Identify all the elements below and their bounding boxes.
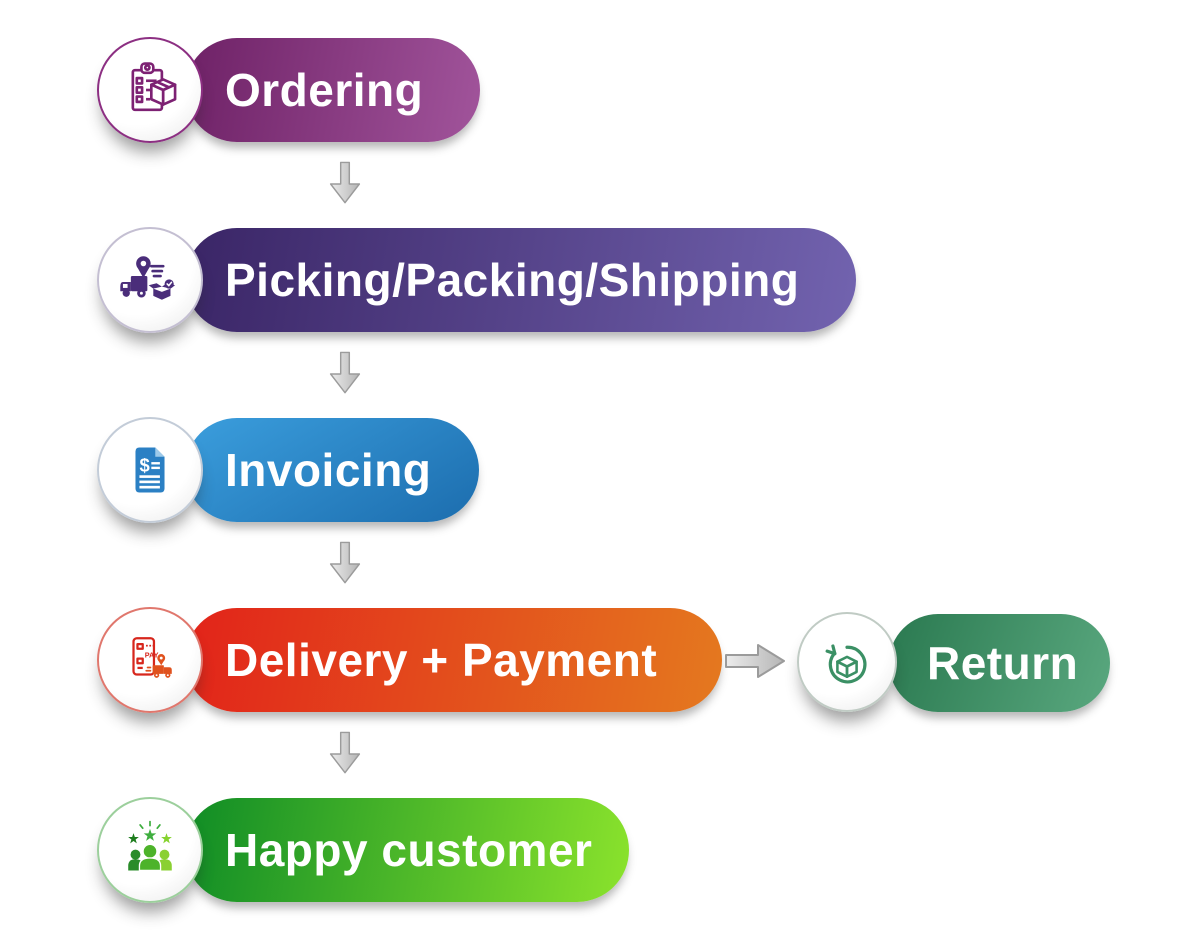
delivery-truck-icon — [120, 256, 176, 300]
step-picking-label: Picking/Packing/Shipping — [225, 254, 800, 306]
step-return-icon-badge — [797, 612, 897, 712]
step-ordering: Ordering — [0, 37, 1200, 143]
step-happy-icon-badge — [97, 797, 203, 903]
happy-customers-icon — [128, 820, 172, 872]
step-delivery-icon-badge: PAY — [97, 607, 203, 713]
step-happy-label: Happy customer — [225, 824, 593, 876]
step-delivery-payment: Delivery + Payment PAY — [0, 607, 1200, 713]
step-invoicing-pill: Invoicing — [185, 418, 479, 522]
arrow-ordering-to-picking — [322, 153, 368, 215]
step-ordering-label: Ordering — [225, 64, 424, 116]
step-happy-pill: Happy customer — [185, 798, 629, 902]
clipboard-package-icon — [131, 62, 177, 112]
arrow-delivery-to-return — [724, 639, 788, 683]
step-picking-icon-badge — [97, 227, 203, 333]
step-return-pill: Return — [889, 614, 1110, 712]
step-delivery-label: Delivery + Payment — [225, 634, 658, 686]
arrow-invoicing-to-delivery — [322, 533, 368, 595]
step-invoicing-label: Invoicing — [225, 444, 432, 496]
step-picking-pill: Picking/Packing/Shipping — [185, 228, 856, 332]
step-invoicing: Invoicing $ — [0, 417, 1200, 523]
svg-text:$: $ — [139, 454, 150, 475]
svg-text:PAY: PAY — [145, 650, 159, 659]
arrow-delivery-to-happy — [322, 723, 368, 785]
step-return-label: Return — [927, 637, 1079, 689]
mobile-payment-truck-icon: PAY — [132, 637, 172, 678]
step-ordering-icon-badge — [97, 37, 203, 143]
step-picking-packing-shipping: Picking/Packing/Shipping — [0, 227, 1200, 333]
step-invoicing-icon-badge: $ — [97, 417, 203, 523]
arrow-picking-to-invoicing — [322, 343, 368, 405]
step-ordering-pill: Ordering — [185, 38, 480, 142]
step-happy-customer: Happy customer — [0, 797, 1200, 903]
invoice-document-icon: $ — [135, 447, 165, 493]
return-package-icon — [825, 644, 867, 684]
step-delivery-pill: Delivery + Payment — [185, 608, 722, 712]
